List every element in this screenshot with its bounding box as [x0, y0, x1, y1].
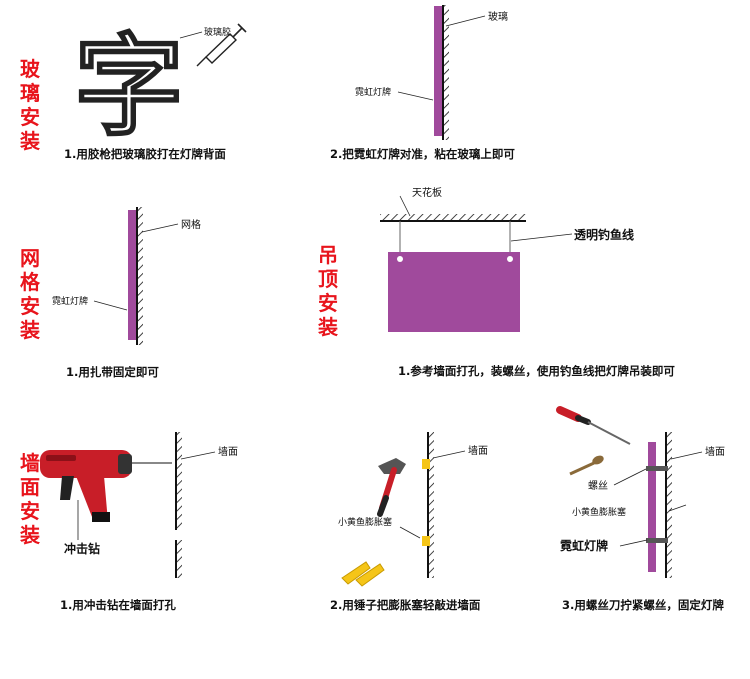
title-char: 安 [20, 105, 40, 129]
caption: 1.参考墙面打孔，装螺丝，使用钓鱼线把灯牌吊装即可 [398, 364, 675, 378]
wall-label: 墙面 [468, 444, 488, 457]
title-char: 璃 [20, 81, 40, 105]
glass-label: 玻璃 [488, 10, 508, 23]
wall-hatch [666, 432, 672, 578]
title-char: 玻 [20, 57, 41, 81]
wall-hatch [428, 432, 434, 578]
panel-wall-step3: 墙面 螺丝 小黄鱼膨胀塞 霓虹灯牌 3.用螺丝刀拧紧螺丝，固定灯牌 [556, 406, 725, 612]
fishing-line-label: 透明钓鱼线 [574, 227, 634, 242]
glue-label: 玻璃胶 [204, 26, 231, 38]
caption: 2.把霓虹灯牌对准，粘在玻璃上即可 [330, 147, 515, 161]
wall-label: 墙面 [218, 445, 238, 458]
drill-label: 冲击钻 [64, 541, 100, 556]
ceiling-label: 天花板 [412, 186, 442, 199]
title-char: 装 [19, 129, 40, 153]
outline-character: 字 [74, 23, 184, 151]
wall-anchor-icon [341, 561, 385, 587]
neon-sign [648, 442, 656, 572]
title-char: 吊 [318, 243, 338, 267]
panel-glass-step2: 玻璃 霓虹灯牌 2.把霓虹灯牌对准，粘在玻璃上即可 [330, 5, 515, 161]
caption: 1.用冲击钻在墙面打孔 [60, 598, 176, 612]
hammer-icon [377, 458, 406, 517]
hanging-hole [507, 256, 513, 262]
title-char: 墙 [20, 451, 40, 475]
anchor-in-wall [422, 459, 430, 469]
caption: 3.用螺丝刀拧紧螺丝，固定灯牌 [562, 598, 724, 612]
title-char: 顶 [318, 267, 338, 291]
neon-sign [434, 6, 442, 136]
grid-hatch [137, 207, 143, 345]
section-title-grid: 网 格 安 装 [19, 246, 41, 342]
title-char: 安 [20, 499, 40, 523]
screwdriver-icon [556, 406, 631, 445]
glue-gun-icon [196, 23, 247, 67]
panel-wall-step2: 墙面 小黄鱼膨胀塞 2.用锤子把膨胀塞轻敲进墙面 [330, 432, 488, 612]
sign-label: 霓虹灯牌 [560, 538, 608, 553]
title-char: 装 [19, 523, 40, 547]
title-char: 装 [317, 315, 338, 339]
sign-label: 霓虹灯牌 [52, 295, 88, 307]
impact-drill-icon [40, 450, 172, 522]
neon-sign [388, 252, 520, 332]
wall-hatch [176, 432, 182, 530]
screw-icon [569, 455, 604, 476]
panel-glass-step1: 字 玻璃胶 1.用胶枪把玻璃胶打在灯牌背面 [64, 22, 247, 161]
anchor-in-wall [422, 536, 430, 546]
anchor-label: 小黄鱼膨胀塞 [338, 516, 392, 528]
title-char: 网 [20, 246, 40, 270]
title-char: 安 [318, 291, 338, 315]
title-char: 装 [19, 318, 40, 342]
mounting-bracket [646, 466, 668, 471]
title-char: 格 [20, 270, 41, 294]
ceiling-hatch [380, 214, 526, 220]
screw-label: 螺丝 [588, 480, 608, 492]
caption: 1.用胶枪把玻璃胶打在灯牌背面 [64, 147, 226, 161]
anchor-label: 小黄鱼膨胀塞 [572, 506, 626, 518]
section-title-ceiling: 吊 顶 安 装 [317, 243, 338, 339]
wall-label: 墙面 [705, 445, 725, 458]
caption: 1.用扎带固定即可 [66, 365, 159, 379]
wall-hatch [176, 540, 182, 578]
mounting-bracket [646, 538, 668, 543]
panel-grid-step1: 网格 霓虹灯牌 1.用扎带固定即可 [52, 207, 201, 379]
sign-label: 霓虹灯牌 [355, 86, 391, 98]
hanging-hole [397, 256, 403, 262]
title-char: 安 [20, 294, 40, 318]
glass-hatch [443, 5, 449, 140]
caption: 2.用锤子把膨胀塞轻敲进墙面 [330, 598, 481, 612]
title-char: 面 [20, 475, 40, 499]
section-title-glass: 玻 璃 安 装 [19, 57, 41, 153]
grid-label: 网格 [181, 218, 201, 231]
panel-wall-step1: 墙面 冲击钻 1.用冲击钻在墙面打孔 [40, 432, 238, 612]
neon-sign [128, 210, 136, 340]
section-title-wall: 墙 面 安 装 [19, 451, 40, 547]
panel-ceiling-step1: 天花板 透明钓鱼线 1.参考墙面打孔，装螺丝，使用钓鱼线把灯牌吊装即可 [380, 186, 675, 378]
